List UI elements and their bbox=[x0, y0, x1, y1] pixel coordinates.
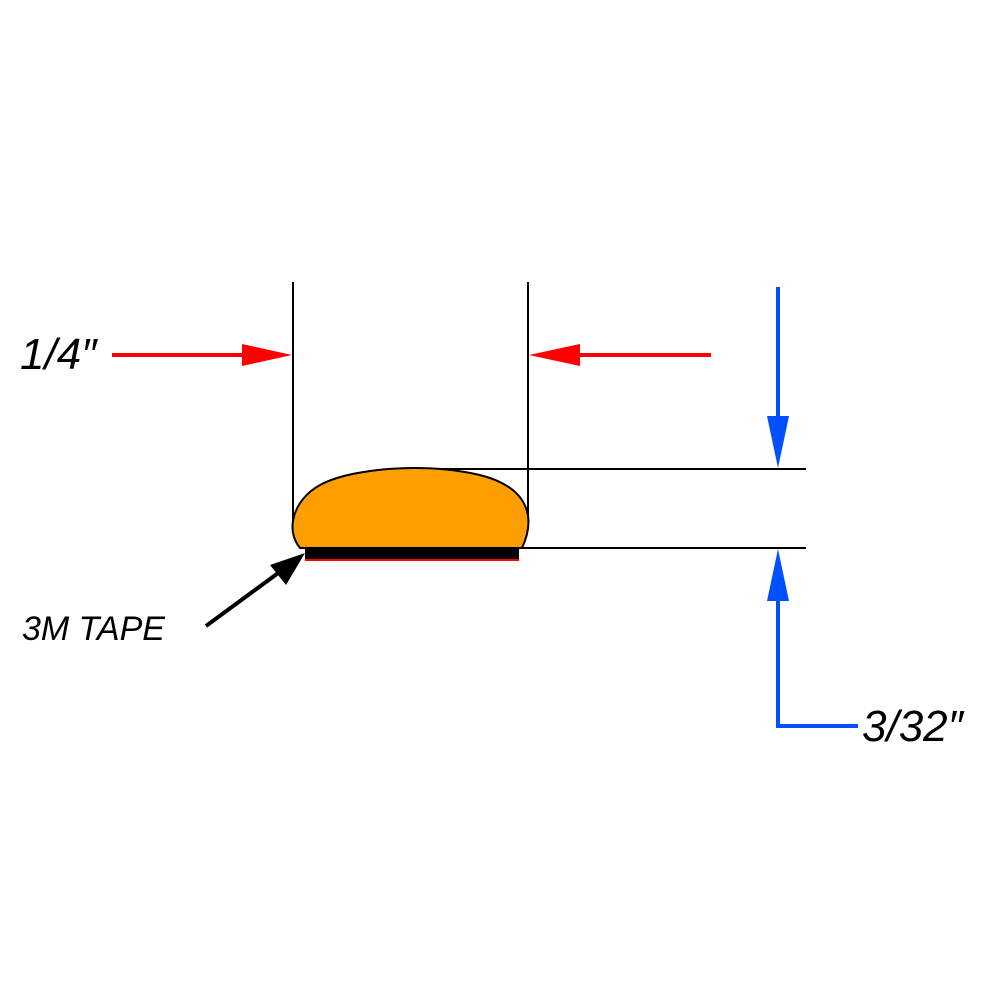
arrowhead-up-icon bbox=[767, 549, 789, 601]
height-arrow-bottom bbox=[776, 590, 858, 728]
arrowhead-down-icon bbox=[767, 416, 789, 468]
arrowhead-left-icon bbox=[529, 344, 580, 366]
arrowhead-right-icon bbox=[242, 344, 292, 366]
tape-strip bbox=[305, 547, 519, 559]
tape-arrowhead-icon bbox=[270, 553, 305, 585]
bumper-profile bbox=[291, 467, 530, 549]
tape-leader-line bbox=[204, 566, 287, 628]
width-dimension-label: 1/4″ bbox=[20, 330, 97, 379]
tape-label: 3M TAPE bbox=[22, 610, 165, 648]
height-dimension-label: 3/32″ bbox=[862, 702, 964, 751]
